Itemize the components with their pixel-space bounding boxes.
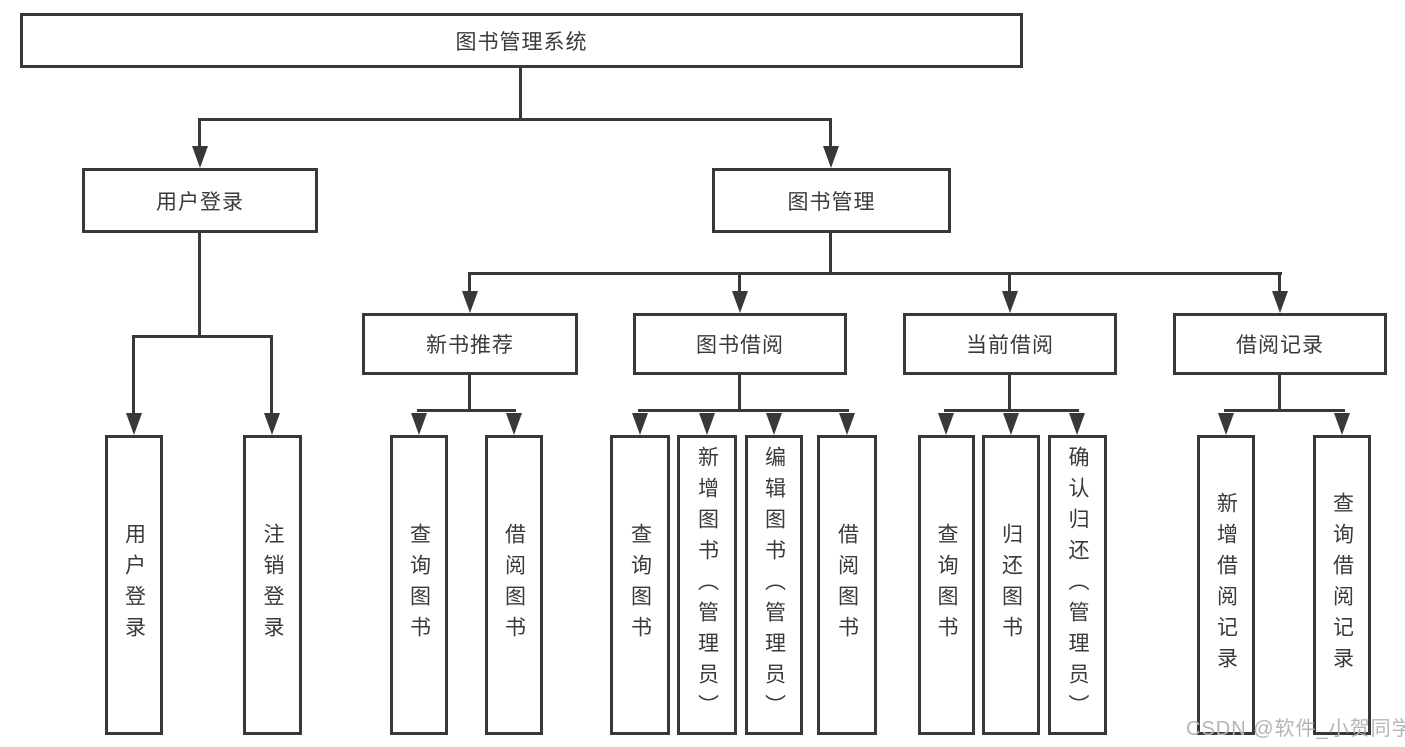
- arrow-down: [732, 291, 748, 313]
- connector-stem: [829, 231, 832, 272]
- connector-arm: [1008, 272, 1011, 293]
- node-new-book-recommend: 新书推荐: [362, 313, 578, 375]
- node-borrow-records: 借阅记录: [1173, 313, 1387, 375]
- leaf-add-book-admin: 新增图书（管理员）: [677, 435, 737, 735]
- arrow-down: [411, 413, 427, 435]
- node-book-borrow: 图书借阅: [633, 313, 847, 375]
- leaf-borrow-book-1: 借阅图书: [485, 435, 543, 735]
- watermark-text: CSDN @软件_小贺同学: [1186, 718, 1405, 740]
- arrow-down: [766, 413, 782, 435]
- arrow-down: [839, 413, 855, 435]
- connector-arm: [270, 335, 273, 413]
- connector-rail: [132, 335, 273, 338]
- node-current-borrow: 当前借阅: [903, 313, 1117, 375]
- arrow-down: [699, 413, 715, 435]
- connector-stem: [738, 373, 741, 409]
- leaf-query-book-1: 查询图书: [390, 435, 448, 735]
- leaf-add-borrow-record: 新增借阅记录: [1197, 435, 1255, 735]
- arrow-down: [506, 413, 522, 435]
- leaf-logout-login: 注销登录: [243, 435, 302, 735]
- node-root: 图书管理系统: [20, 13, 1023, 68]
- arrow-down: [1272, 291, 1288, 313]
- connector-rail: [1224, 409, 1345, 412]
- arrow-down: [632, 413, 648, 435]
- arrow-down: [1002, 291, 1018, 313]
- arrow-down: [938, 413, 954, 435]
- arrow-down: [1069, 413, 1085, 435]
- connector-root-stem: [519, 66, 522, 118]
- leaf-edit-book-admin: 编辑图书（管理员）: [745, 435, 803, 735]
- connector-rail: [944, 409, 1079, 412]
- leaf-query-book-2: 查询图书: [610, 435, 670, 735]
- connector-root-rail: [198, 118, 832, 121]
- connector-stem: [1278, 373, 1281, 409]
- connector-stem: [1008, 373, 1011, 409]
- arrow-down: [1334, 413, 1350, 435]
- connector-arm: [198, 118, 201, 150]
- arrow-down: [192, 146, 208, 168]
- leaf-query-borrow-record: 查询借阅记录: [1313, 435, 1371, 735]
- connector-rail: [468, 272, 1282, 275]
- connector-rail: [417, 409, 516, 412]
- connector-arm: [738, 272, 741, 293]
- node-user-login: 用户登录: [82, 168, 318, 233]
- arrow-down: [1003, 413, 1019, 435]
- arrow-down: [462, 291, 478, 313]
- connector-arm: [829, 118, 832, 150]
- arrow-down: [126, 413, 142, 435]
- connector-arm: [468, 272, 471, 293]
- connector-arm: [132, 335, 135, 413]
- node-book-management: 图书管理: [712, 168, 951, 233]
- arrow-down: [823, 146, 839, 168]
- arrow-down: [264, 413, 280, 435]
- leaf-return-book: 归还图书: [982, 435, 1040, 735]
- leaf-query-book-3: 查询图书: [918, 435, 975, 735]
- leaf-user-login: 用户登录: [105, 435, 163, 735]
- arrow-down: [1218, 413, 1234, 435]
- leaf-confirm-return-admin: 确认归还（管理员）: [1048, 435, 1107, 735]
- connector-rail: [638, 409, 849, 412]
- leaf-borrow-book-2: 借阅图书: [817, 435, 877, 735]
- connector-stem: [468, 373, 471, 409]
- connector-arm: [1278, 272, 1281, 293]
- connector-stem: [198, 231, 201, 335]
